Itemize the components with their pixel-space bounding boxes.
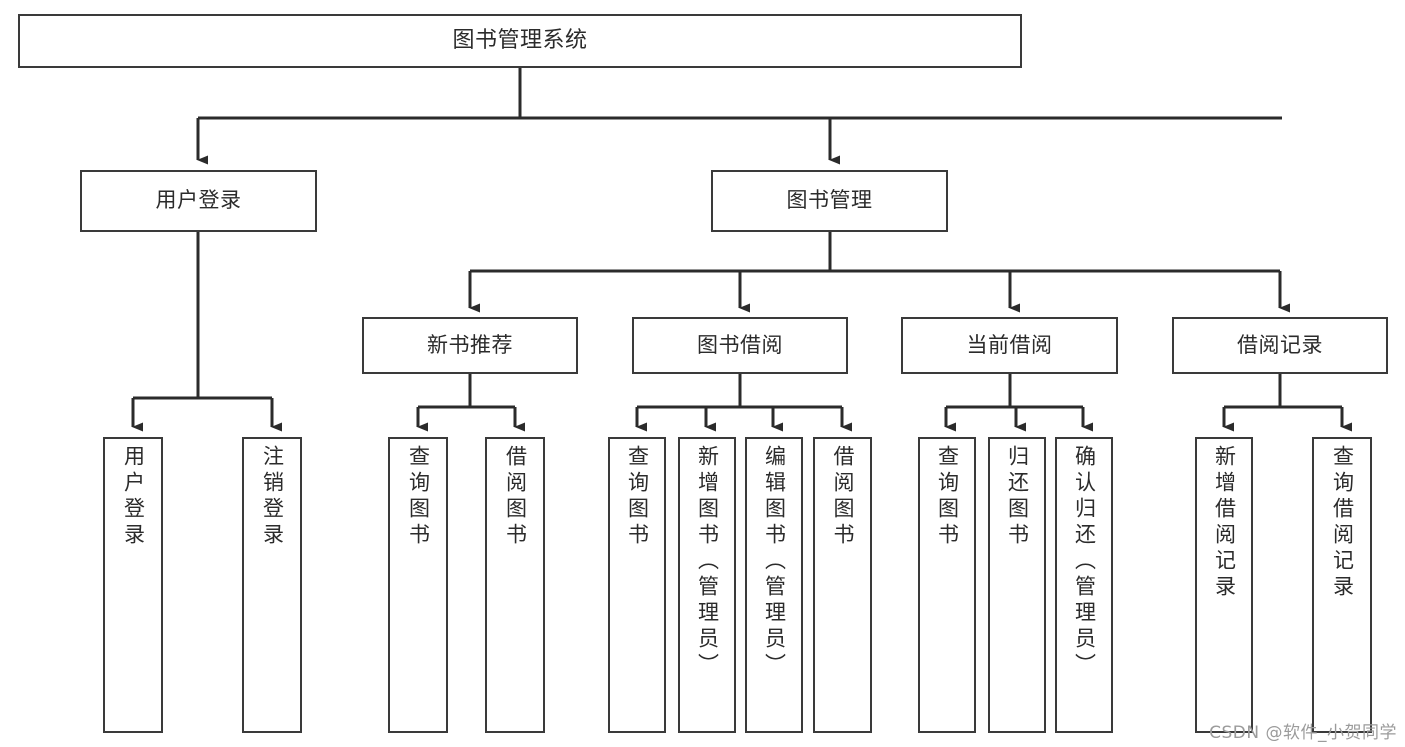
node-borrow-record[interactable]: 借阅记录 bbox=[1172, 317, 1388, 374]
node-leaf-query-book-2[interactable]: 查询图书 bbox=[608, 437, 666, 733]
node-leaf-add-book[interactable]: 新增图书（管理员） bbox=[678, 437, 736, 733]
edges-level1-to-level2 bbox=[196, 68, 1282, 165]
node-book-management[interactable]: 图书管理 bbox=[711, 170, 948, 232]
node-label: 图书管理系统 bbox=[452, 27, 588, 53]
node-label: 查询图书 bbox=[935, 445, 960, 549]
edges-borrow-record-to-leaves bbox=[1222, 374, 1352, 432]
node-leaf-borrow-book-1[interactable]: 借阅图书 bbox=[485, 437, 545, 733]
node-label: 查询图书 bbox=[625, 445, 650, 549]
node-user-login[interactable]: 用户登录 bbox=[80, 170, 317, 232]
node-label: 查询图书 bbox=[406, 445, 431, 549]
node-label: 新书推荐 bbox=[427, 332, 513, 357]
node-label: 编辑图书（管理员） bbox=[762, 445, 787, 679]
node-label: 查询借阅记录 bbox=[1330, 445, 1355, 601]
node-label: 图书借阅 bbox=[697, 332, 783, 357]
node-label: 注销登录 bbox=[260, 445, 285, 549]
node-label: 用户登录 bbox=[121, 445, 146, 549]
node-label: 当前借阅 bbox=[966, 332, 1053, 357]
node-current-borrow[interactable]: 当前借阅 bbox=[901, 317, 1118, 374]
node-leaf-return-book[interactable]: 归还图书 bbox=[988, 437, 1046, 733]
node-root-book-management-system[interactable]: 图书管理系统 bbox=[18, 14, 1022, 68]
node-book-borrow[interactable]: 图书借阅 bbox=[632, 317, 848, 374]
node-leaf-borrow-book-2[interactable]: 借阅图书 bbox=[813, 437, 872, 733]
edges-book-borrow-to-leaves bbox=[635, 374, 852, 432]
node-leaf-query-book-3[interactable]: 查询图书 bbox=[918, 437, 976, 733]
edges-user-login-to-leaves bbox=[131, 232, 282, 432]
node-label: 确认归还（管理员） bbox=[1072, 445, 1097, 679]
node-leaf-confirm-return[interactable]: 确认归还（管理员） bbox=[1055, 437, 1113, 733]
edges-current-borrow-to-leaves bbox=[944, 374, 1093, 432]
node-leaf-query-borrow-record[interactable]: 查询借阅记录 bbox=[1312, 437, 1372, 733]
node-label: 借阅记录 bbox=[1237, 332, 1323, 357]
node-label: 借阅图书 bbox=[831, 445, 855, 549]
edges-book-management-to-level3 bbox=[468, 232, 1290, 313]
node-label: 用户登录 bbox=[155, 188, 242, 213]
node-new-book-recommend[interactable]: 新书推荐 bbox=[362, 317, 578, 374]
node-label: 图书管理 bbox=[786, 188, 873, 213]
node-leaf-user-login[interactable]: 用户登录 bbox=[103, 437, 163, 733]
node-label: 新增借阅记录 bbox=[1212, 445, 1237, 601]
node-label: 归还图书 bbox=[1005, 445, 1030, 549]
node-label: 新增图书（管理员） bbox=[695, 445, 720, 679]
edges-new-book-recommend-to-leaves bbox=[416, 374, 525, 432]
node-label: 借阅图书 bbox=[503, 445, 528, 549]
node-leaf-logout-login[interactable]: 注销登录 bbox=[242, 437, 302, 733]
watermark-text: CSDN @软件_小贺同学 bbox=[1209, 723, 1397, 743]
node-leaf-add-borrow-record[interactable]: 新增借阅记录 bbox=[1195, 437, 1253, 733]
node-leaf-edit-book[interactable]: 编辑图书（管理员） bbox=[745, 437, 803, 733]
node-leaf-query-book-1[interactable]: 查询图书 bbox=[388, 437, 448, 733]
